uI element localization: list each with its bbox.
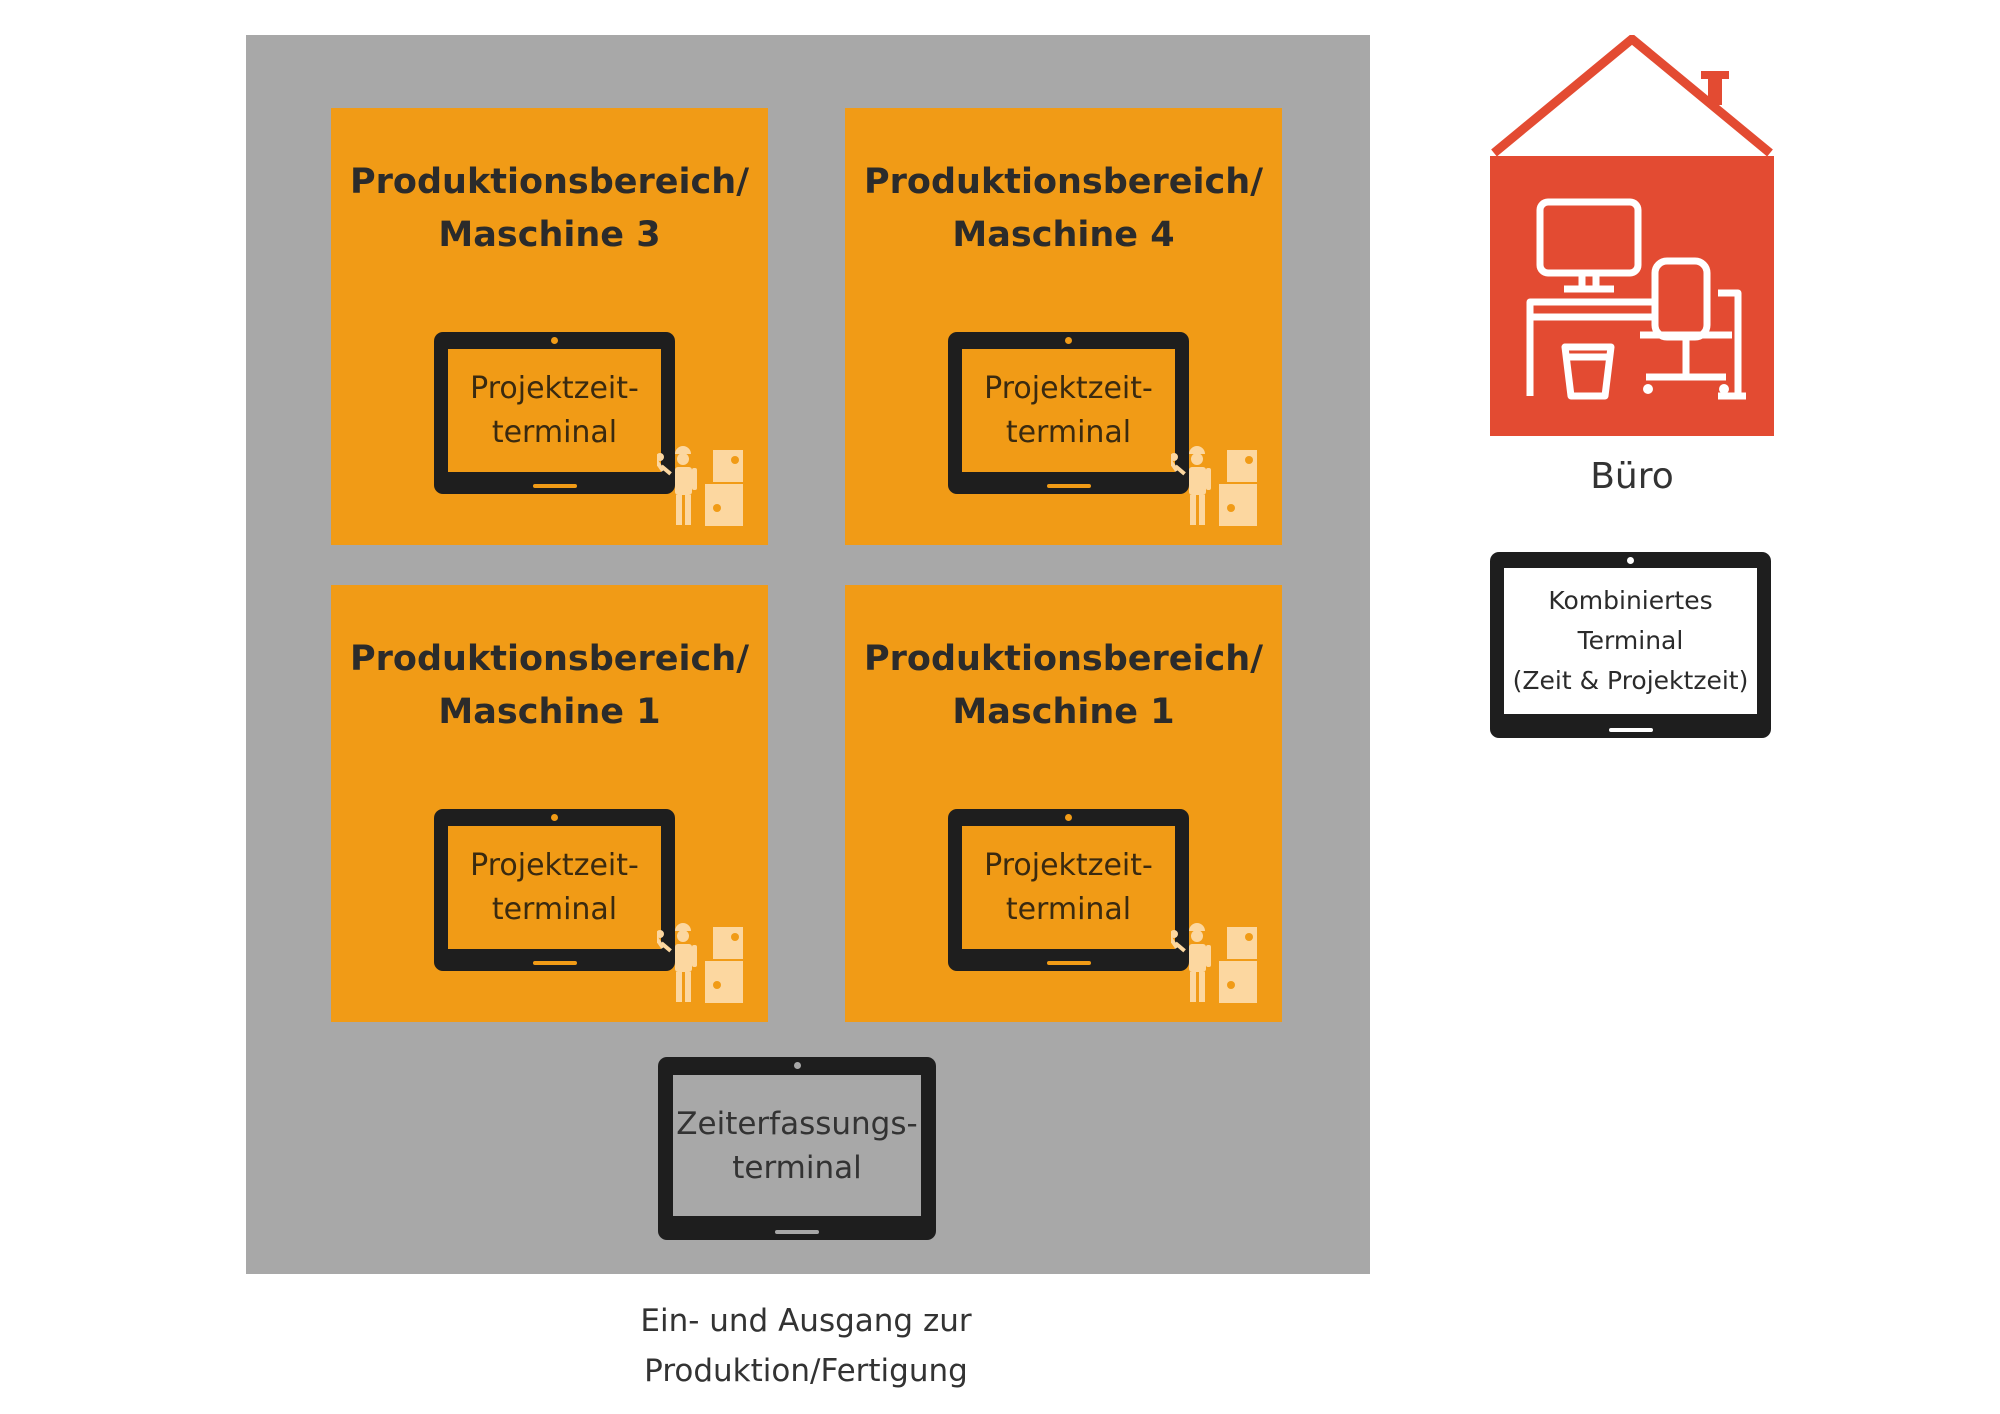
terminal-label-line2: terminal xyxy=(1005,414,1132,450)
terminal-label-line1: Projektzeit- xyxy=(470,847,639,883)
tablet-home-button xyxy=(532,961,577,965)
project-time-terminal[interactable]: Projektzeit- terminal xyxy=(434,809,675,971)
production-area-maschine-1-left: Produktionsbereich/ Maschine 1 Projektze… xyxy=(331,585,768,1022)
worker-with-wrench-icon xyxy=(657,923,743,1003)
area-title: Produktionsbereich/ Maschine 4 xyxy=(845,156,1282,262)
exit-caption-line1: Ein- und Ausgang zur xyxy=(640,1303,972,1339)
tablet-screen: Projektzeit- terminal xyxy=(448,349,661,472)
area-title: Produktionsbereich/ Maschine 1 xyxy=(331,633,768,739)
production-area-maschine-3: Produktionsbereich/ Maschine 3 Projektze… xyxy=(331,108,768,545)
area-title-line2: Maschine 1 xyxy=(952,692,1175,732)
worker-with-wrench-icon xyxy=(1171,923,1257,1003)
terminal-label-line2: Terminal xyxy=(1577,626,1684,655)
area-title-line1: Produktionsbereich/ xyxy=(864,639,1263,679)
project-time-terminal[interactable]: Projektzeit- terminal xyxy=(948,809,1189,971)
terminal-label-line1: Kombiniertes xyxy=(1548,586,1713,615)
area-title: Produktionsbereich/ Maschine 3 xyxy=(331,156,768,262)
worker-with-wrench-icon xyxy=(1171,446,1257,526)
tablet-camera xyxy=(551,337,558,344)
terminal-label-line2: terminal xyxy=(1005,891,1132,927)
tablet-screen: Zeiterfassungs- terminal xyxy=(673,1075,921,1216)
tablet-screen: Projektzeit- terminal xyxy=(962,349,1175,472)
area-title-line2: Maschine 3 xyxy=(438,215,661,255)
terminal-label-line1: Projektzeit- xyxy=(984,847,1153,883)
tablet-camera xyxy=(1065,337,1072,344)
office-chair-icon xyxy=(1640,257,1746,400)
terminal-label-line2: terminal xyxy=(732,1149,862,1186)
production-area-maschine-1-right: Produktionsbereich/ Maschine 1 Projektze… xyxy=(845,585,1282,1022)
terminal-label-line3: (Zeit & Projektzeit) xyxy=(1512,666,1749,695)
tablet-camera xyxy=(793,1062,801,1069)
combined-terminal[interactable]: Kombiniertes Terminal (Zeit & Projektzei… xyxy=(1490,552,1771,738)
tablet-camera xyxy=(1065,814,1072,821)
area-title: Produktionsbereich/ Maschine 1 xyxy=(845,633,1282,739)
time-recording-terminal[interactable]: Zeiterfassungs- terminal xyxy=(658,1057,936,1240)
tablet-camera xyxy=(551,814,558,821)
production-hall: Produktionsbereich/ Maschine 3 Projektze… xyxy=(246,35,1370,1274)
production-area-maschine-4: Produktionsbereich/ Maschine 4 Projektze… xyxy=(845,108,1282,545)
tablet-screen: Kombiniertes Terminal (Zeit & Projektzei… xyxy=(1504,568,1757,714)
desk-with-monitor-icon xyxy=(1526,198,1656,400)
terminal-label-line2: terminal xyxy=(491,891,618,927)
area-title-line2: Maschine 1 xyxy=(438,692,661,732)
entrance-exit-caption: Ein- und Ausgang zur Produktion/Fertigun… xyxy=(596,1296,1016,1396)
worker-with-wrench-icon xyxy=(657,446,743,526)
terminal-label-line1: Projektzeit- xyxy=(984,370,1153,406)
terminal-label-line1: Zeiterfassungs- xyxy=(676,1105,918,1142)
tablet-home-button xyxy=(1046,961,1091,965)
tablet-home-button xyxy=(1608,728,1653,732)
tablet-screen: Projektzeit- terminal xyxy=(448,826,661,949)
tablet-screen: Projektzeit- terminal xyxy=(962,826,1175,949)
area-title-line1: Produktionsbereich/ xyxy=(350,639,749,679)
area-title-line1: Produktionsbereich/ xyxy=(864,162,1263,202)
tablet-home-button xyxy=(532,484,577,488)
area-title-line1: Produktionsbereich/ xyxy=(350,162,749,202)
project-time-terminal[interactable]: Projektzeit- terminal xyxy=(434,332,675,494)
tablet-home-button xyxy=(775,1230,819,1234)
tablet-camera xyxy=(1627,557,1634,564)
house-icon xyxy=(1490,35,1774,436)
office-label: Büro xyxy=(1590,456,1674,497)
tablet-home-button xyxy=(1046,484,1091,488)
exit-caption-line2: Produktion/Fertigung xyxy=(644,1353,968,1389)
area-title-line2: Maschine 4 xyxy=(952,215,1175,255)
terminal-label-line1: Projektzeit- xyxy=(470,370,639,406)
terminal-label-line2: terminal xyxy=(491,414,618,450)
project-time-terminal[interactable]: Projektzeit- terminal xyxy=(948,332,1189,494)
